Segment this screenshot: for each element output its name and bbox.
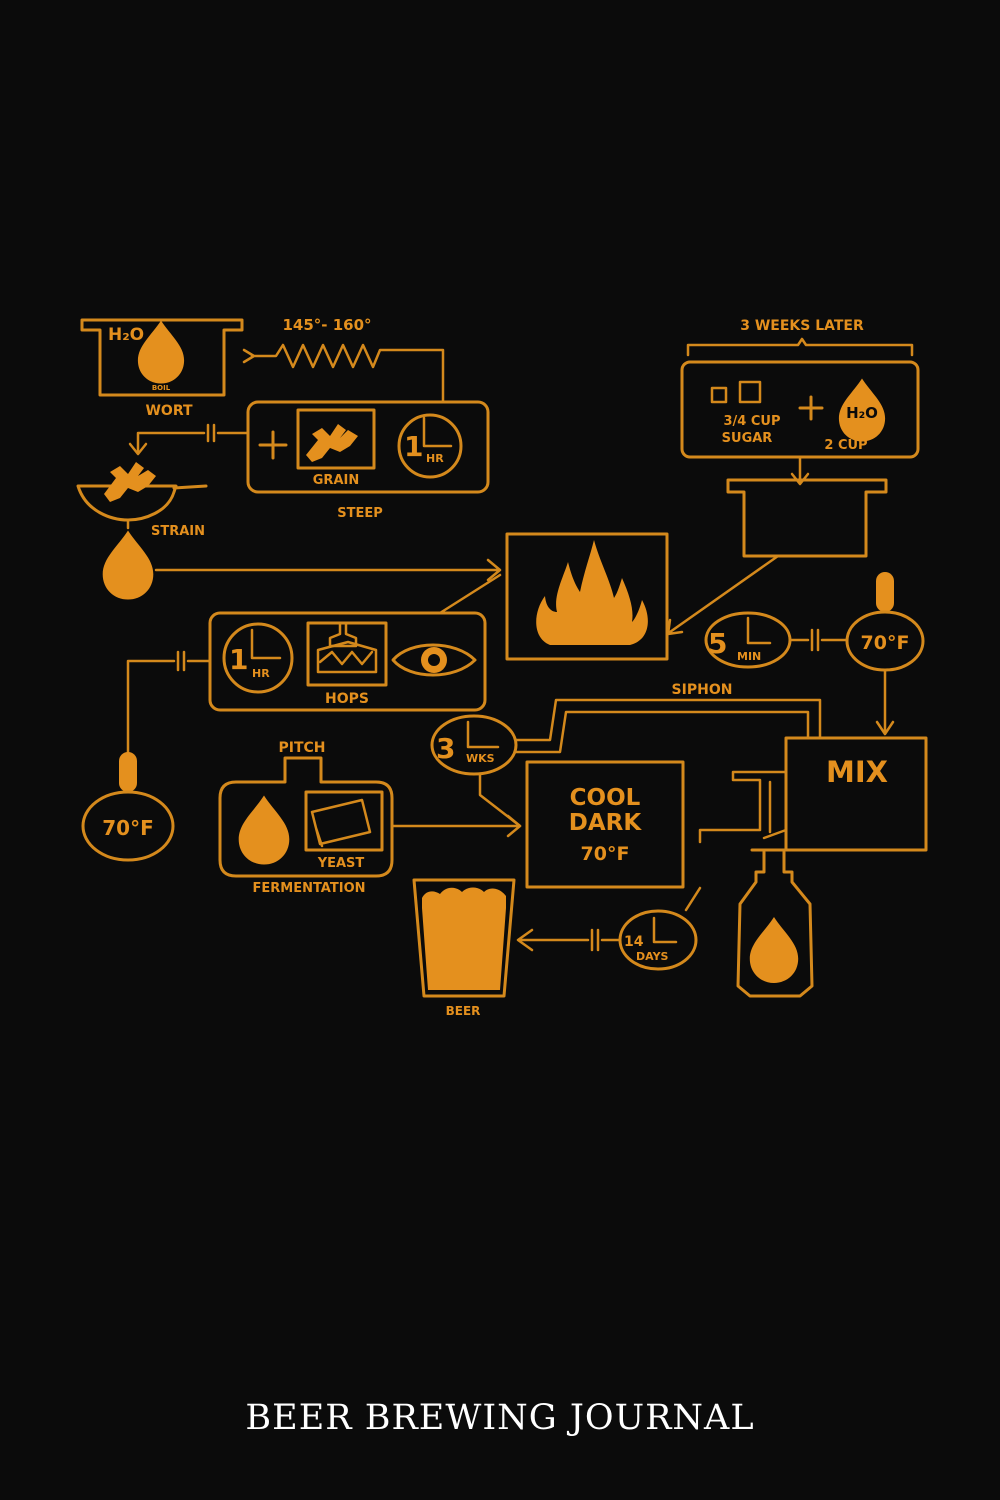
svg-text:1: 1 (229, 643, 248, 676)
siphon-label: SIPHON (672, 682, 733, 698)
fermentation-vessel: YEAST (218, 756, 394, 878)
left-thermometer-icon: 70°F (81, 752, 175, 862)
hops-label: HOPS (325, 691, 369, 707)
pitch-label: PITCH (278, 740, 325, 756)
steep-label: STEEP (337, 506, 383, 521)
cool-temp-label: 70°F (581, 843, 630, 865)
brewing-process-diagram: H₂O BOIL WORT 145°- 160° GRAIN 1 HR STEE… (76, 316, 928, 1018)
wort-droplet-icon (238, 795, 290, 865)
svg-text:H₂O: H₂O (846, 404, 878, 422)
svg-text:HR: HR (252, 667, 270, 680)
svg-text:3: 3 (436, 732, 455, 765)
flame-icon (505, 532, 669, 661)
hops-clock-icon: 1 HR (222, 622, 294, 694)
hops-icon (306, 621, 388, 687)
heater-coil-icon (242, 343, 445, 404)
yeast-label: YEAST (317, 856, 365, 871)
svg-text:14: 14 (624, 934, 644, 950)
beer-label: BEER (446, 1004, 481, 1018)
thermometer-icon: 70°F (845, 572, 925, 672)
clock-icon: 1 HR (397, 413, 463, 479)
cover-title: BEER BREWING JOURNAL (245, 1398, 755, 1438)
strainer-icon (76, 462, 208, 530)
mix-label: MIX (826, 755, 888, 789)
svg-text:3/4 CUP: 3/4 CUP (724, 414, 781, 429)
eye-icon (391, 643, 477, 677)
svg-text:HR: HR (426, 452, 444, 465)
grain-icon (296, 408, 376, 470)
sugar-water-box: 3/4 CUP SUGAR H₂O 2 CUP (680, 360, 920, 459)
cool-dark-box: COOL DARK 70°F (525, 760, 685, 889)
beer-glass-icon (412, 878, 516, 998)
svg-text:5: 5 (708, 627, 727, 660)
svg-text:70°F: 70°F (102, 816, 154, 840)
pot-icon (726, 478, 888, 558)
cool-label: COOL (570, 785, 641, 811)
ferment-clock-icon: 3 WKS (430, 714, 518, 776)
bottle-icon (736, 848, 814, 998)
weeks-later-label: 3 WEEKS LATER (740, 318, 864, 334)
boil-clock-icon: 5 MIN (704, 611, 792, 669)
steep-box: GRAIN 1 HR (246, 400, 490, 494)
strain-label: STRAIN (151, 524, 205, 539)
svg-text:1: 1 (404, 430, 423, 463)
hops-box: 1 HR HOPS (208, 611, 487, 712)
water-pot-icon: H₂O BOIL (80, 318, 244, 397)
svg-text:WKS: WKS (466, 752, 495, 765)
svg-text:2 CUP: 2 CUP (824, 438, 867, 453)
h2o-label: H₂O (108, 325, 144, 345)
yeast-packet-icon (304, 790, 384, 852)
fermentation-label: FERMENTATION (252, 881, 365, 896)
svg-text:DAYS: DAYS (636, 950, 669, 963)
sugar-cubes-icon (710, 380, 762, 404)
grain-label: GRAIN (313, 473, 359, 488)
dark-label: DARK (569, 810, 643, 836)
svg-text:70°F: 70°F (861, 632, 910, 654)
temperature-range-label: 145°- 160° (282, 316, 371, 334)
wort-droplet-icon (102, 530, 154, 600)
boil-tiny-label: BOIL (152, 384, 171, 392)
wort-label: WORT (145, 403, 192, 419)
svg-text:SUGAR: SUGAR (722, 431, 773, 446)
mix-box: MIX (784, 736, 928, 852)
bottle-clock-icon: 14 DAYS (618, 909, 698, 971)
svg-text:MIN: MIN (737, 650, 761, 663)
